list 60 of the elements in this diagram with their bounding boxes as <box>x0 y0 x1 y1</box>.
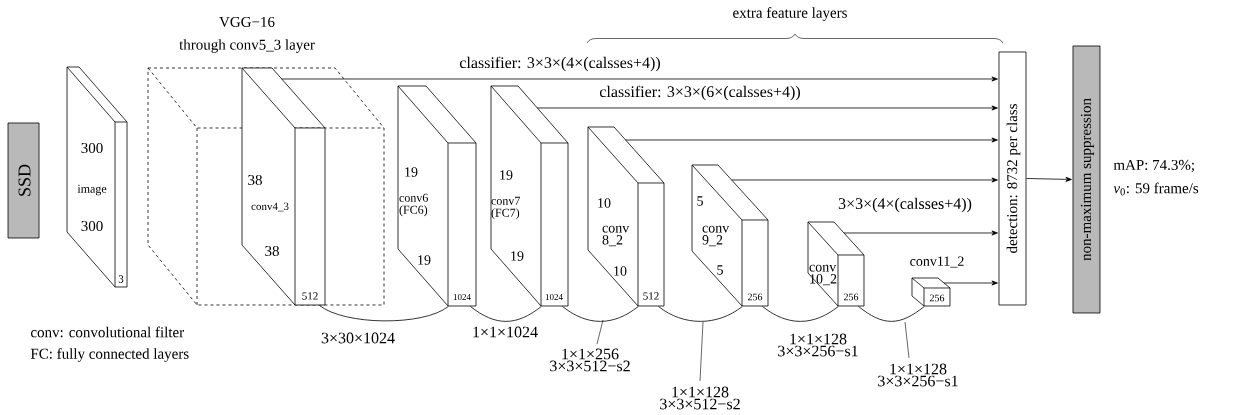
edge-label: 1×1×128 3×3×512−s2 <box>660 386 740 410</box>
note: FC: fully connected layers <box>30 348 189 362</box>
layer-text: 5 <box>697 196 703 206</box>
layer-text: 256 <box>843 293 859 301</box>
edge-label: 3×3×(4×(calsses+4)) <box>838 197 972 213</box>
edge-label: 1×1×256 3×3×512−s2 <box>550 348 630 372</box>
connector-curve <box>470 306 542 322</box>
suppression-box: non-maximum suppression <box>1072 45 1101 314</box>
connector-curve <box>658 306 743 322</box>
layer-text: conv 8_2 <box>602 225 630 247</box>
arrow <box>536 105 998 111</box>
layer-label: through conv5_3 layer <box>179 39 315 53</box>
layer-text: 10 <box>614 266 627 276</box>
layer-text: 1024 <box>453 293 471 301</box>
layer-text: conv7 (FC7) <box>491 196 520 220</box>
layer-text: 19 <box>405 167 418 177</box>
layer-text: conv11_2 <box>910 256 964 268</box>
layer-text: image <box>77 184 107 196</box>
note: conv: convolutional filter <box>31 326 184 338</box>
edge-label: 1×1×128 3×3×256−s1 <box>778 333 858 357</box>
arrow <box>943 280 998 286</box>
layer-text: conv 10_2 <box>809 264 837 286</box>
arrow <box>281 76 998 82</box>
layer-text: 512 <box>302 292 318 300</box>
layer-text: 3 <box>118 275 124 283</box>
result-text: v$_{0}$: 59 frame/s <box>1113 182 1199 196</box>
layer-text: 19 <box>500 170 513 180</box>
layer-label: VGG−16 <box>219 16 275 28</box>
layer-text: 300 <box>81 142 103 154</box>
edge-label: 1×1×128 3×3×256−s1 <box>878 363 958 387</box>
detection-box: detection: 8732 per class <box>998 51 1027 306</box>
edge-label: classifier: 3×3×(4×(calsses+4)) <box>459 56 660 72</box>
layer-text: 512 <box>643 292 659 300</box>
connector-curve <box>762 306 839 322</box>
layer-text: 1024 <box>545 293 563 301</box>
layer-text: 38 <box>265 245 279 257</box>
arrow <box>731 177 998 183</box>
connector-curve <box>858 306 925 322</box>
layer-text: conv6 (FC6) <box>399 193 428 217</box>
bracket-label: extra feature layers <box>733 7 847 21</box>
layer-text: 19 <box>511 251 524 261</box>
layer-text: 19 <box>418 255 431 265</box>
layer-text: 300 <box>81 220 103 232</box>
arrow <box>625 137 998 143</box>
layer-text: 5 <box>717 265 723 275</box>
edge-label: 3×30×1024 <box>321 332 395 344</box>
arrow <box>1026 176 1072 182</box>
layer-text: conv4_3 <box>251 202 289 212</box>
layer-text: 38 <box>248 174 262 186</box>
edge-label: classifier: 3×3×(6×(calsses+4)) <box>599 85 800 101</box>
result-text: mAP: 74.3%; <box>1113 159 1194 173</box>
connector-curve <box>562 306 639 322</box>
connector-curve <box>319 305 449 322</box>
layer-text: 256 <box>929 294 945 302</box>
layer-text: conv 9_2 <box>702 225 730 247</box>
title-box: SSD <box>7 122 40 239</box>
layer-text: 10 <box>598 198 611 208</box>
arrow <box>843 230 998 236</box>
edge-label: 1×1×1024 <box>473 326 538 338</box>
layer-text: 256 <box>747 293 763 301</box>
